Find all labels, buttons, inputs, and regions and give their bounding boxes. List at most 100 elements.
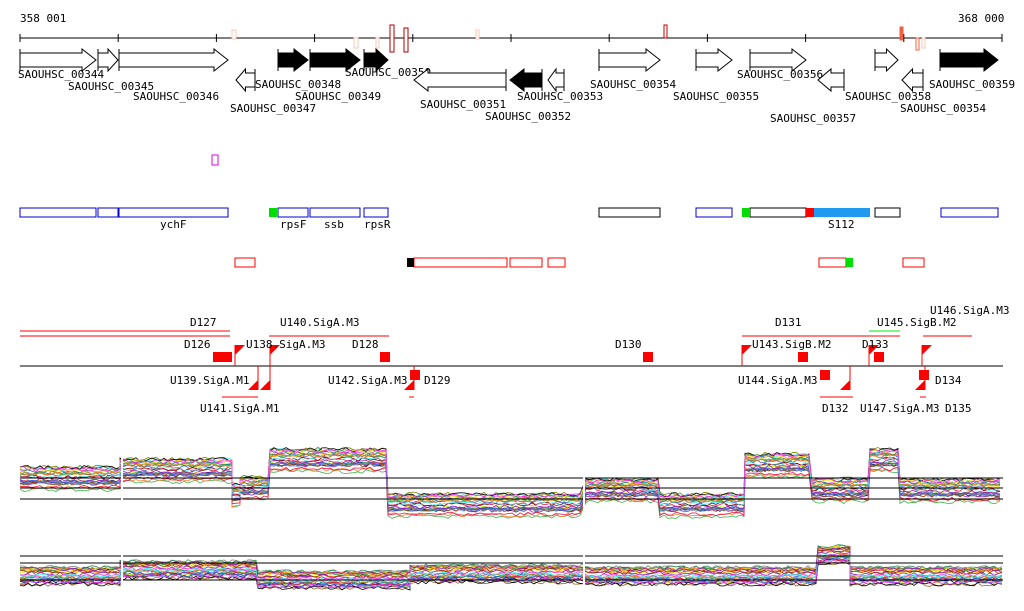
- expression-line: [19, 453, 1001, 503]
- gene-label: SAOUHSC_00355: [673, 90, 759, 103]
- regulatory-label: D126: [184, 338, 211, 351]
- terminator-block: [874, 352, 884, 362]
- read-marker: [475, 29, 480, 40]
- gene-arrow: [874, 47, 899, 73]
- transcript-track: [234, 257, 925, 268]
- gene-arrow: [235, 67, 256, 93]
- promoter-flag: [742, 345, 752, 355]
- expression-line: [19, 462, 1001, 513]
- gene-label: SAOUHSC_00351: [420, 98, 506, 111]
- terminator-block: [222, 352, 232, 362]
- gene-name-ychf: ychF: [160, 218, 187, 231]
- gene-label: SAOUHSC_00356: [737, 68, 823, 81]
- regulatory-label: D132: [822, 402, 849, 415]
- read-marker: [663, 24, 668, 39]
- gene-label: SAOUHSC_00344: [18, 68, 104, 81]
- gene-name-s112: S112: [828, 218, 855, 231]
- gene-label: SAOUHSC_00349: [295, 90, 381, 103]
- gene-label: SAOUHSC_00353: [517, 90, 603, 103]
- regulatory-label: U138.SigA.M3: [246, 338, 325, 351]
- terminator-block: [410, 370, 420, 380]
- gene-arrow: [695, 47, 733, 73]
- regulatory-label: U144.SigA.M3: [738, 374, 817, 387]
- transcript-box: [509, 257, 543, 268]
- regulatory-track: D126D127U138.SigA.M3U140.SigA.M3D128U139…: [20, 304, 1009, 415]
- terminator-block: [919, 370, 929, 380]
- transcript-box: [902, 257, 925, 268]
- regulatory-label: U140.SigA.M3: [280, 316, 359, 329]
- regulatory-label: U145.SigB.M2: [877, 316, 956, 329]
- regulatory-label: U142.SigA.M3: [328, 374, 407, 387]
- read-marker: [921, 37, 926, 49]
- gene-label: SAOUHSC_00354: [590, 78, 676, 91]
- transcript-start: [407, 258, 414, 267]
- terminator-block: [213, 352, 223, 362]
- regulatory-label: D133: [862, 338, 889, 351]
- cds-box: [874, 207, 901, 218]
- regulatory-label: U143.SigB.M2: [752, 338, 831, 351]
- promoter-flag: [404, 380, 414, 390]
- expression-line: [19, 449, 1001, 500]
- gene-name-ssb: ssb: [324, 218, 344, 231]
- gene-label: SAOUHSC_00350: [345, 66, 431, 79]
- gap: [583, 540, 585, 600]
- annotation-track: [19, 207, 999, 218]
- terminator-block: [820, 370, 830, 380]
- transcript-box: [234, 257, 256, 268]
- cds-box: [598, 207, 661, 218]
- cds-box: [118, 207, 229, 218]
- expression-line: [19, 452, 1001, 503]
- promoter-flag: [840, 380, 850, 390]
- ruler-end-label: 368 000: [958, 12, 1004, 25]
- regulatory-label: U146.SigA.M3: [930, 304, 1009, 317]
- gene-arrow: [118, 47, 229, 73]
- promoter-flag: [869, 345, 879, 355]
- regulatory-label: D129: [424, 374, 451, 387]
- expression-line: [19, 546, 1003, 576]
- cds-box: [940, 207, 999, 218]
- terminator-block: [380, 352, 390, 362]
- expression-line: [19, 552, 1003, 582]
- promoter-flag: [260, 380, 270, 390]
- gene-name-rpsf: rpsF: [280, 218, 307, 231]
- transcript-box: [818, 257, 847, 268]
- gene-label: SAOUHSC_00359: [929, 78, 1015, 91]
- cds-box: [97, 207, 119, 218]
- expression-line: [19, 448, 1001, 499]
- transcript-box: [547, 257, 566, 268]
- promoter-flag: [915, 380, 925, 390]
- gene-label: SAOUHSC_00346: [133, 90, 219, 103]
- gene-arrow: [901, 67, 924, 93]
- gene-label: SAOUHSC_00347: [230, 102, 316, 115]
- promoter-flag: [922, 345, 932, 355]
- expression-line: [19, 544, 1003, 575]
- expression-line: [20, 447, 1001, 498]
- gap: [583, 440, 585, 510]
- read-marker: [899, 26, 904, 41]
- cds-box: [309, 207, 361, 218]
- gap: [121, 540, 123, 600]
- read-marker: [231, 29, 237, 40]
- gene-label: SAOUHSC_00358: [845, 90, 931, 103]
- cds-box: [19, 207, 97, 218]
- gene-label: SAOUHSC_00352: [485, 110, 571, 123]
- transcript-end: [846, 258, 853, 267]
- ruler-start-label: 358 001: [20, 12, 66, 25]
- read-marker: [915, 37, 920, 51]
- transcript-box: [413, 257, 508, 268]
- regulatory-label: U141.SigA.M1: [200, 402, 279, 415]
- expression-profiles: [19, 440, 1003, 600]
- expression-line: [20, 456, 1001, 507]
- gene-track: SAOUHSC_00344SAOUHSC_00345SAOUHSC_00346S…: [18, 47, 1015, 125]
- gene-arrow: [363, 47, 389, 73]
- expression-line: [19, 466, 1001, 517]
- read-marker: [353, 37, 359, 49]
- gene-label: SAOUHSC_00354: [900, 102, 986, 115]
- read-marker: [375, 37, 380, 49]
- gene-arrow: [19, 47, 97, 73]
- gene-arrow: [547, 67, 565, 93]
- regulatory-label: D127: [190, 316, 217, 329]
- gene-arrow: [939, 47, 999, 73]
- gene-arrow: [413, 67, 507, 93]
